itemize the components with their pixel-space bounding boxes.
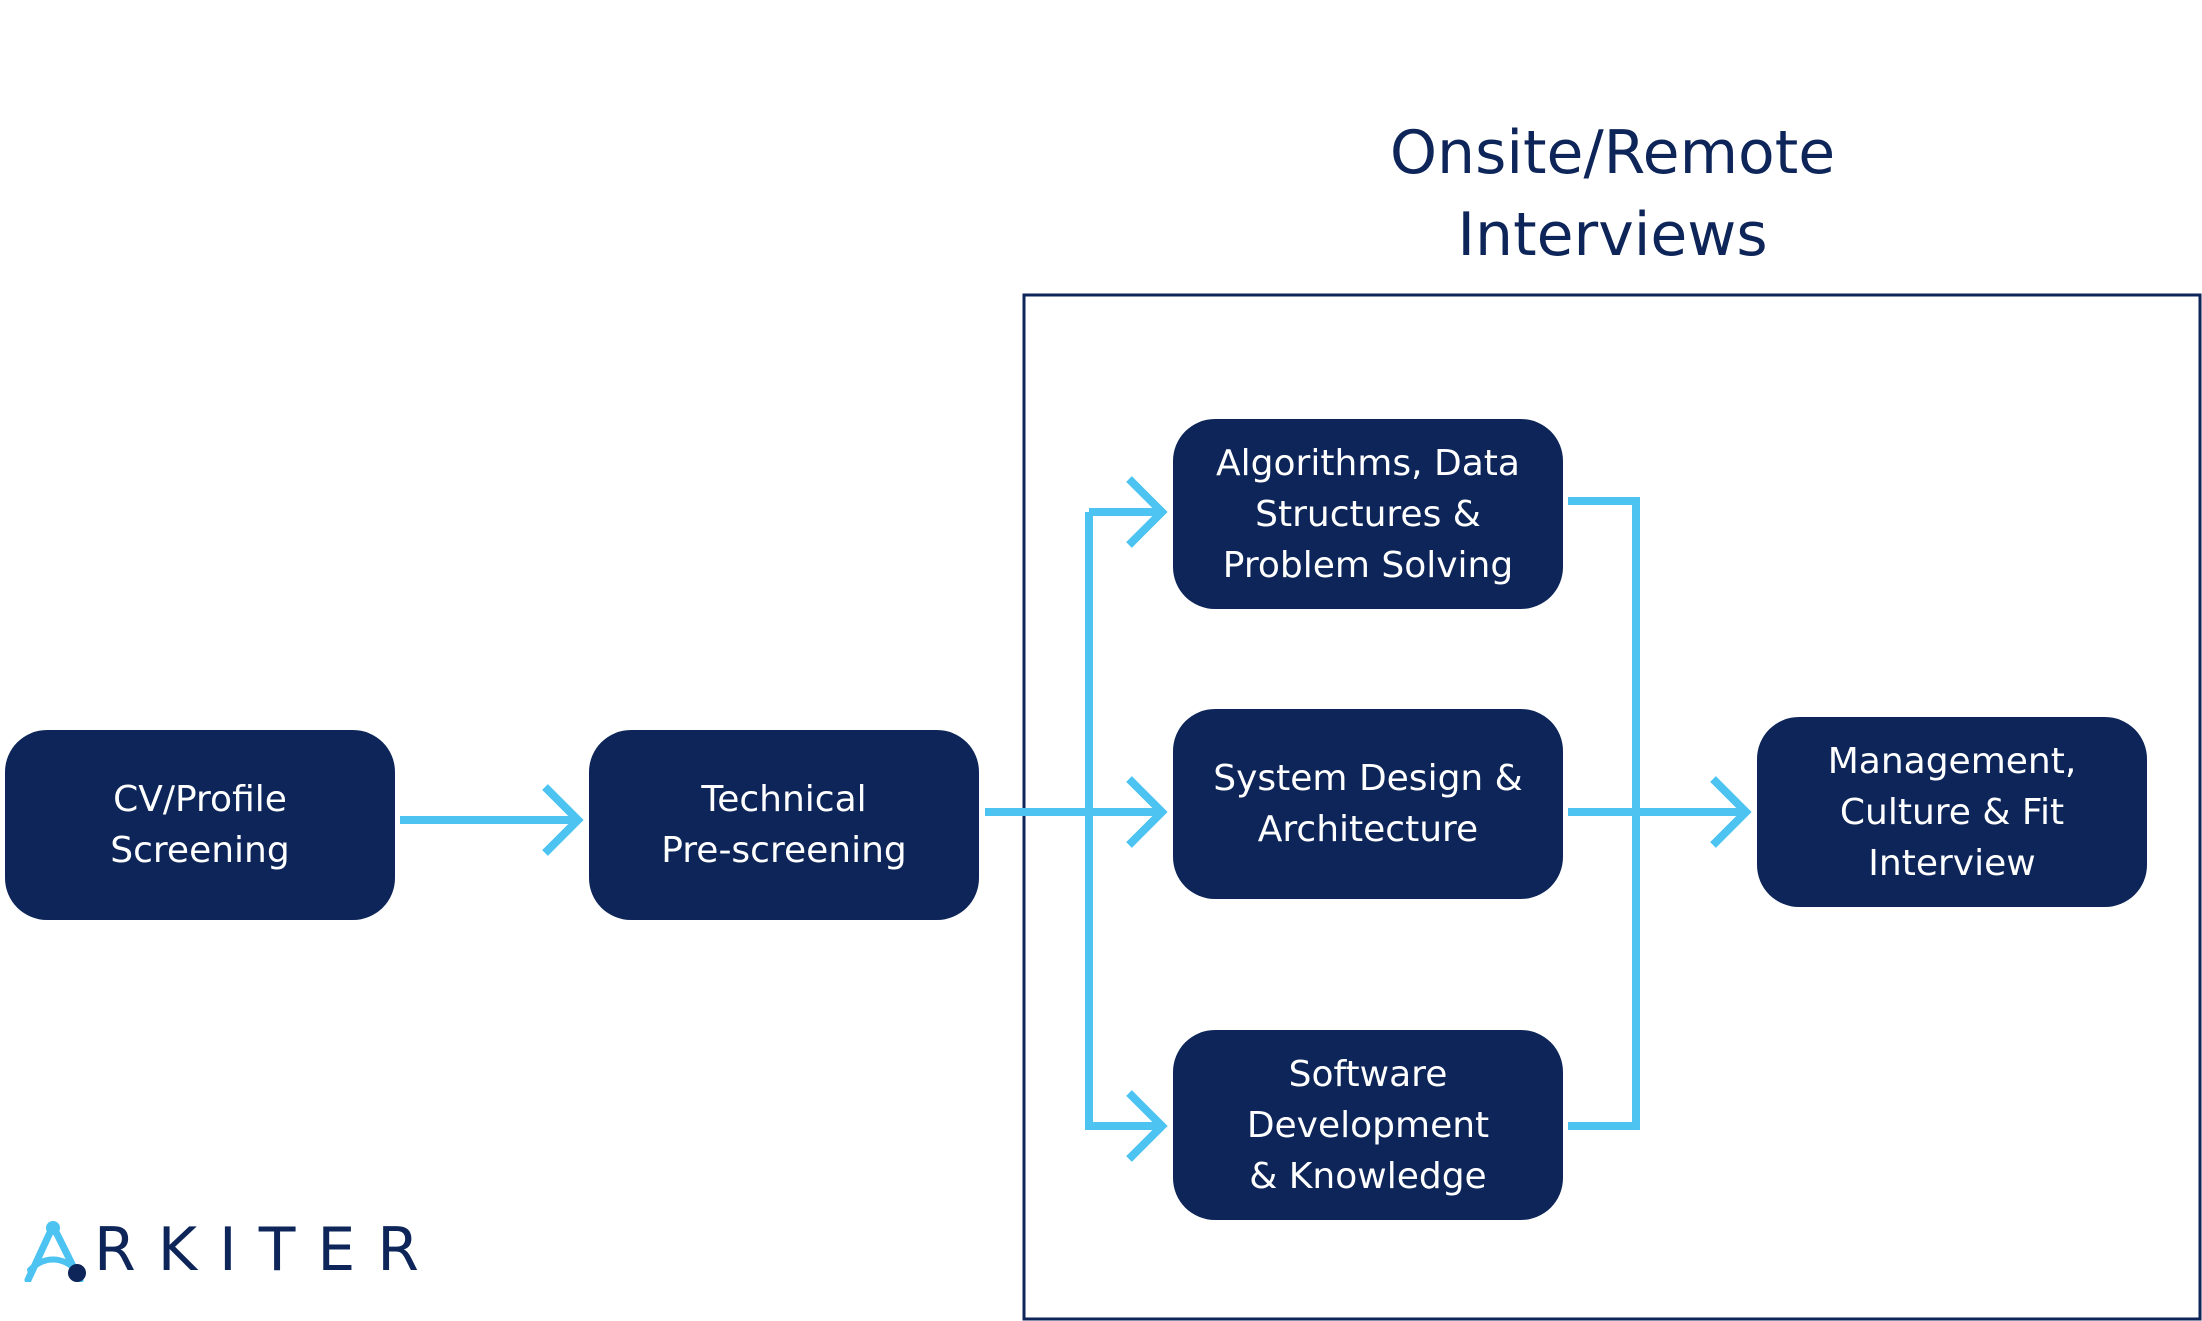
onsite-interviews-frame: [1022, 293, 2202, 1321]
arrowhead-algorithms: [1126, 476, 1168, 548]
logo-text: RKITER: [94, 1215, 441, 1285]
arkiter-logo: RKITER: [22, 1218, 441, 1282]
arrowhead-technical: [542, 784, 584, 856]
node-software-label: Software Development & Knowledge: [1246, 1053, 1490, 1197]
node-system-design-label: System Design & Architecture: [1213, 758, 1523, 850]
node-cv-label: CV/Profile Screening: [110, 779, 290, 871]
node-algorithms-label: Algorithms, Data Structures & Problem So…: [1216, 442, 1520, 586]
node-management-culture-fit: Management, Culture & Fit Interview: [1757, 717, 2147, 907]
logo-a-mark-icon: [24, 1221, 86, 1282]
node-cv-profile-screening: CV/Profile Screening: [5, 730, 395, 920]
node-management-label: Management, Culture & Fit Interview: [1827, 740, 2077, 884]
node-system-design: System Design & Architecture: [1173, 709, 1563, 899]
node-algorithms: Algorithms, Data Structures & Problem So…: [1173, 419, 1563, 609]
node-technical-pre-screening: Technical Pre-screening: [589, 730, 979, 920]
arrowhead-software: [1126, 1090, 1168, 1162]
group-title: Onsite/Remote Interviews: [1389, 118, 1836, 270]
node-software-development: Software Development & Knowledge: [1173, 1030, 1563, 1220]
arrowhead-system-design: [1126, 776, 1168, 848]
node-technical-label: Technical Pre-screening: [661, 779, 907, 871]
arrowhead-management: [1710, 776, 1752, 848]
